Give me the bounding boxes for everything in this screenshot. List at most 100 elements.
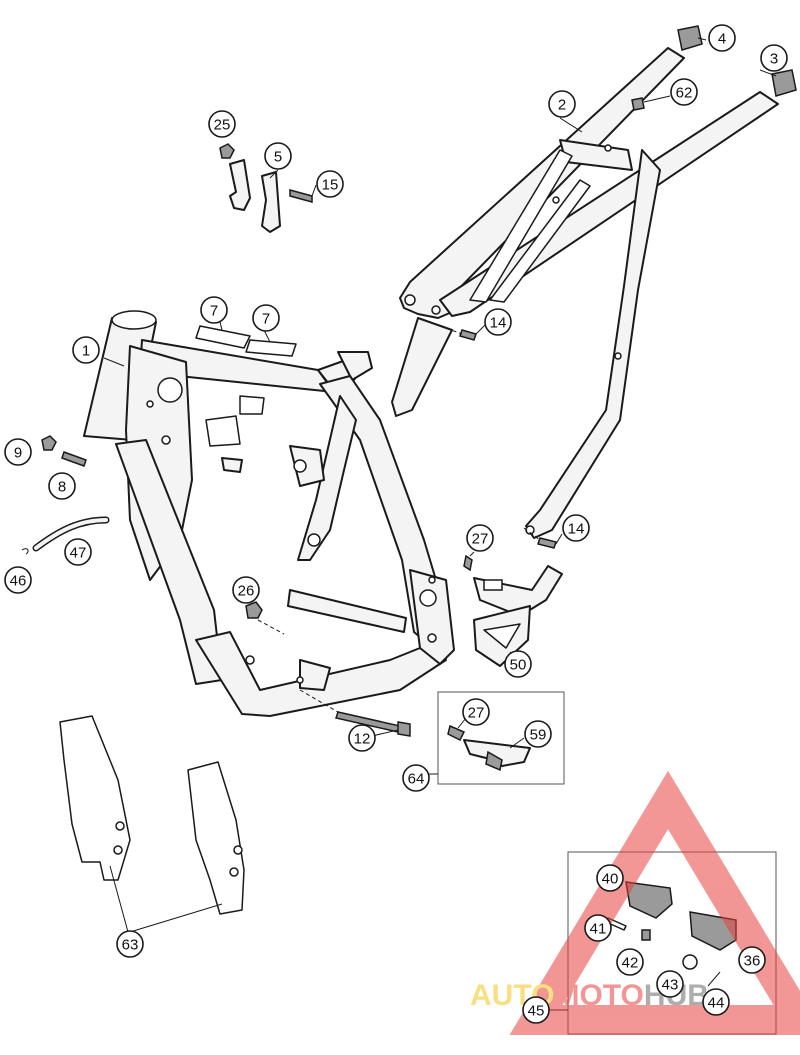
callout: 36 bbox=[738, 946, 766, 974]
part-59 bbox=[463, 739, 531, 772]
callout-circle bbox=[462, 698, 490, 726]
callout-label: 42 bbox=[622, 955, 639, 972]
callout: 27 bbox=[466, 524, 494, 552]
callout-label: 50 bbox=[510, 657, 527, 674]
callout: 45 bbox=[522, 996, 550, 1024]
callout-label: 9 bbox=[14, 445, 22, 462]
callout-circle bbox=[484, 308, 512, 336]
callout-label: 15 bbox=[322, 177, 339, 194]
callout-circle bbox=[738, 946, 766, 974]
callout-circle bbox=[466, 524, 494, 552]
callout-label: 46 bbox=[10, 573, 27, 590]
callout-circle bbox=[48, 472, 76, 500]
callout: 44 bbox=[702, 988, 730, 1016]
callout-label: 59 bbox=[530, 727, 547, 744]
callout-circle bbox=[348, 724, 376, 752]
callout: 25 bbox=[208, 110, 236, 138]
callout-label: 5 bbox=[274, 149, 282, 166]
callout: 15 bbox=[316, 170, 344, 198]
callout-label: 27 bbox=[468, 705, 485, 722]
callout-circle bbox=[656, 970, 684, 998]
callout-label: 36 bbox=[744, 953, 761, 970]
footpeg-kit bbox=[567, 851, 777, 1035]
callout-label: 45 bbox=[528, 1003, 545, 1020]
callout: 3 bbox=[760, 44, 788, 72]
callout: 41 bbox=[584, 914, 612, 942]
callout: 63 bbox=[116, 930, 144, 958]
callout-label: 14 bbox=[568, 521, 585, 538]
callout-circle bbox=[4, 438, 32, 466]
callout-circle bbox=[208, 110, 236, 138]
callout: 64 bbox=[402, 764, 430, 792]
callout: 26 bbox=[232, 576, 260, 604]
callout-label: 41 bbox=[590, 921, 607, 938]
callout-circle bbox=[522, 996, 550, 1024]
callout-circle bbox=[708, 24, 736, 52]
bolt-62 bbox=[631, 97, 645, 111]
vent-hose bbox=[21, 516, 110, 555]
callout-circle bbox=[64, 538, 92, 566]
callout-label: 4 bbox=[718, 31, 726, 48]
decals bbox=[195, 325, 297, 357]
callout: 46 bbox=[4, 566, 32, 594]
callout: 42 bbox=[616, 948, 644, 976]
callout-circle bbox=[402, 764, 430, 792]
callout-label: 63 bbox=[122, 937, 139, 954]
callout-label: 40 bbox=[602, 871, 619, 888]
callout-circle bbox=[4, 566, 32, 594]
frame-caps bbox=[677, 25, 797, 97]
callout: 59 bbox=[524, 720, 552, 748]
callout-circle bbox=[670, 78, 698, 106]
callout-circle bbox=[702, 988, 730, 1016]
watermark-text-moto: MOTO bbox=[554, 979, 643, 1012]
callout: 7 bbox=[252, 304, 280, 332]
callout-label: 26 bbox=[238, 583, 255, 600]
kit-box-64 bbox=[437, 691, 565, 785]
callout-circle bbox=[116, 930, 144, 958]
callout: 27 bbox=[462, 698, 490, 726]
callout-label: 25 bbox=[214, 117, 231, 134]
callout-circle bbox=[524, 720, 552, 748]
callout: 5 bbox=[264, 142, 292, 170]
watermark-logo-icon bbox=[509, 770, 800, 1035]
callout-circle bbox=[616, 948, 644, 976]
callout-label: 64 bbox=[408, 771, 425, 788]
callout-label: 12 bbox=[354, 731, 371, 748]
leader-lines bbox=[103, 37, 777, 1011]
callout: 8 bbox=[48, 472, 76, 500]
callout: 14 bbox=[562, 514, 590, 542]
callout-label: 43 bbox=[662, 977, 679, 994]
callout: 43 bbox=[656, 970, 684, 998]
callout-circle bbox=[264, 142, 292, 170]
callout-circle bbox=[584, 914, 612, 942]
callout-circle bbox=[200, 296, 228, 324]
callout: 7 bbox=[200, 296, 228, 324]
callout-circle bbox=[548, 90, 576, 118]
callout: 62 bbox=[670, 78, 698, 106]
callout-circle bbox=[252, 304, 280, 332]
callout-circle bbox=[316, 170, 344, 198]
callout-label: 3 bbox=[770, 51, 778, 68]
frame-protectors bbox=[59, 715, 245, 915]
callout: 50 bbox=[504, 650, 532, 678]
callout-label: 8 bbox=[58, 479, 66, 496]
rear-subframe bbox=[391, 47, 779, 539]
callout-label: 62 bbox=[676, 85, 693, 102]
callout-circle bbox=[504, 650, 532, 678]
callout: 12 bbox=[348, 724, 376, 752]
callout-label: 2 bbox=[558, 97, 566, 114]
callout-circle bbox=[72, 336, 100, 364]
main-frame bbox=[83, 310, 455, 717]
callout-label: 44 bbox=[708, 995, 725, 1012]
callout-circle bbox=[760, 44, 788, 72]
callout-label: 7 bbox=[210, 303, 218, 320]
callout-label: 27 bbox=[472, 531, 489, 548]
watermark: AUTOMOTOHUB bbox=[470, 770, 800, 1035]
callout: 47 bbox=[64, 538, 92, 566]
callout-label: 14 bbox=[490, 315, 507, 332]
callout-circle bbox=[596, 864, 624, 892]
callout: 2 bbox=[548, 90, 576, 118]
callout: 9 bbox=[4, 438, 32, 466]
